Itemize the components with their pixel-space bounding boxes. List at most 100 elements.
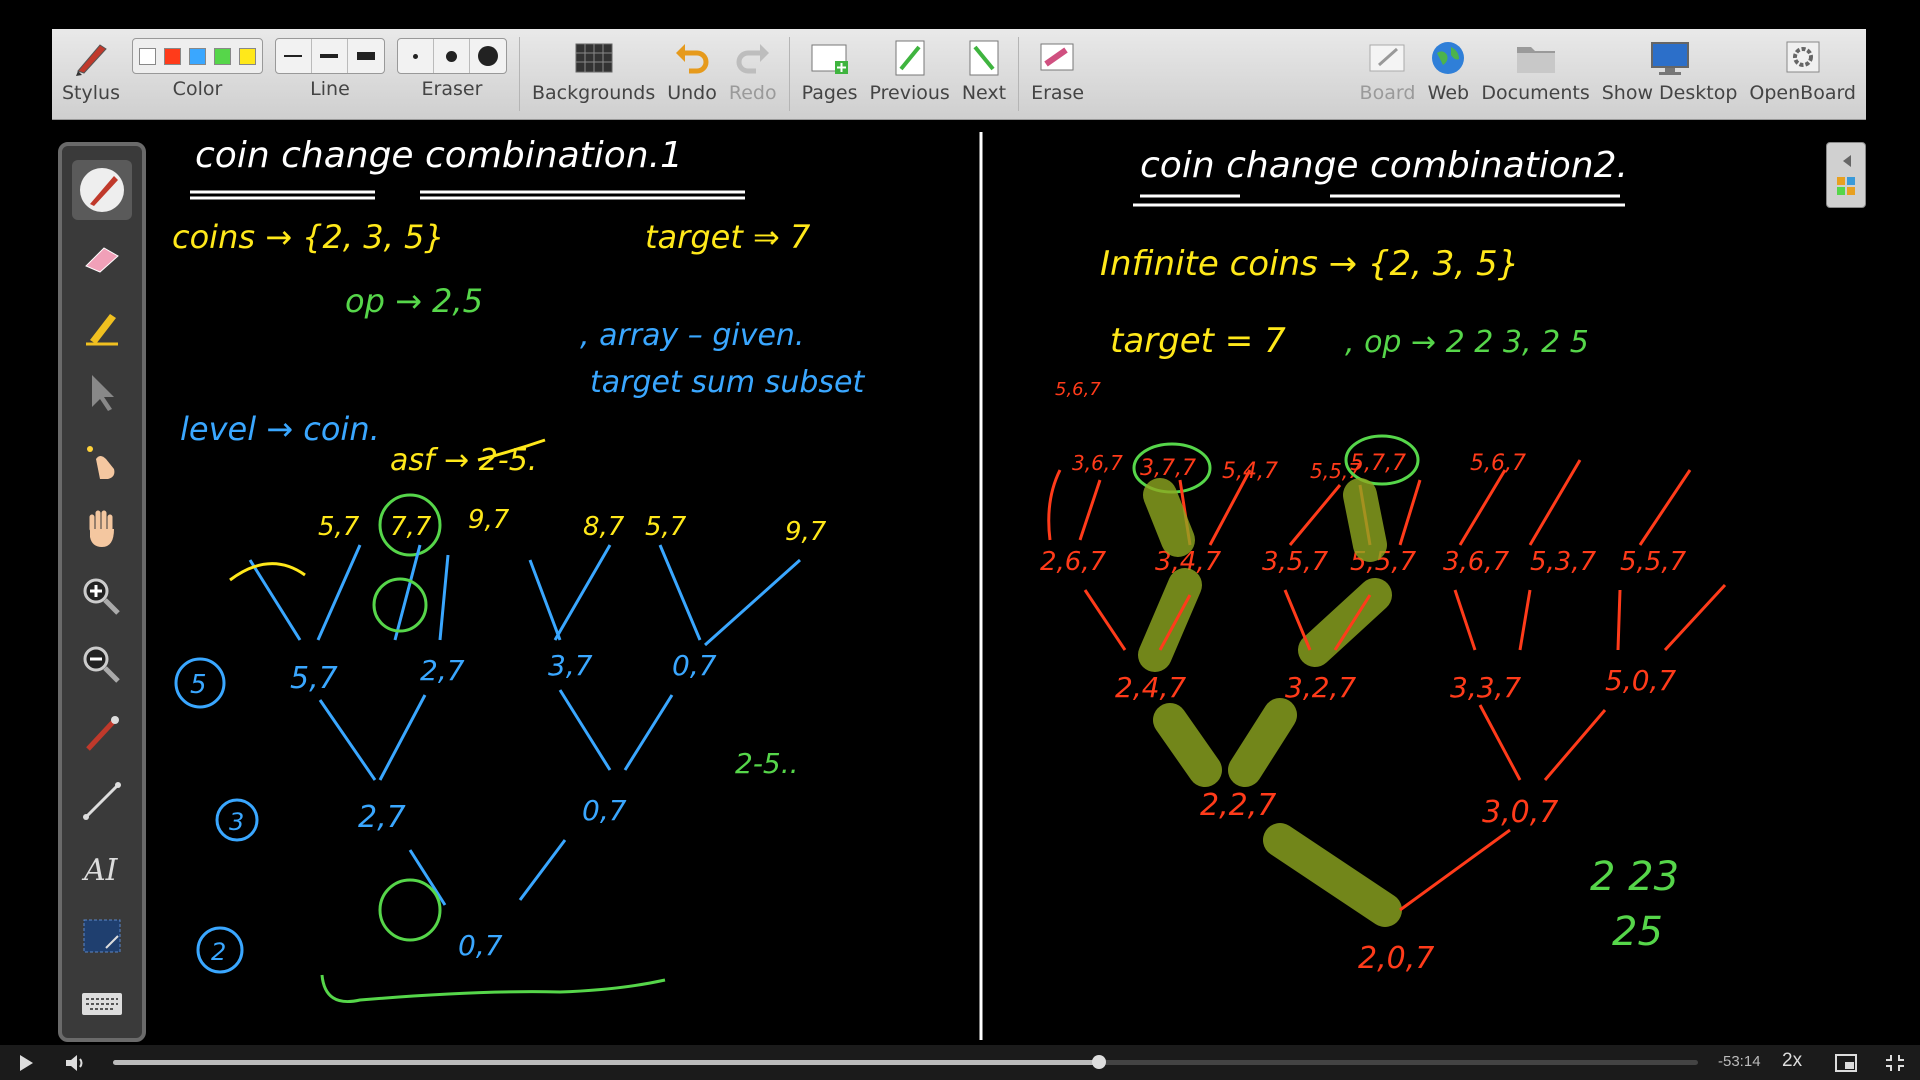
op-line: , op → 2 2 3, 2 5 (1345, 325, 1589, 360)
pages-button[interactable]: Pages (802, 29, 858, 119)
line-medium[interactable] (312, 39, 348, 73)
line-width-picker[interactable]: Line (274, 29, 385, 119)
tree-node: 3,7,7 (1140, 456, 1196, 481)
time-remaining: -53:14 (1718, 1053, 1761, 1070)
color-swatch[interactable] (163, 47, 181, 65)
tree-node: 3,6,7 (1072, 451, 1123, 475)
playback-speed-button[interactable]: 2x (1782, 1050, 1803, 1071)
tree-edges (318, 689, 674, 781)
zoom-out-tool[interactable] (72, 635, 132, 695)
fullscreen-icon[interactable] (1885, 1054, 1905, 1072)
eraser-medium[interactable] (434, 39, 470, 73)
line-thin[interactable] (276, 39, 312, 73)
laser-pointer-tool[interactable] (72, 703, 132, 763)
web-button[interactable]: Web (1427, 29, 1469, 119)
zoom-in-tool[interactable] (72, 567, 132, 627)
color-swatch[interactable] (138, 47, 156, 65)
interact-tool[interactable] (72, 431, 132, 491)
eraser-small[interactable] (398, 39, 434, 73)
infinite-coins-line: Infinite coins → {2, 3, 5} (1100, 244, 1519, 284)
divider (1018, 37, 1020, 111)
pen-tool[interactable] (72, 160, 132, 220)
erase-board-icon (1037, 38, 1079, 78)
tree-node: 3,2,7 (1285, 671, 1356, 704)
tree-node: 5,6,7 (1470, 451, 1526, 476)
board-icon (1366, 38, 1408, 78)
tree-node: 5,7 (645, 512, 687, 542)
selector-tool[interactable] (72, 364, 132, 424)
stylus-tool[interactable]: Stylus (62, 29, 120, 119)
globe-icon (1427, 38, 1469, 78)
undo-button[interactable]: Undo (667, 29, 717, 119)
show-desktop-button[interactable]: Show Desktop (1602, 29, 1737, 119)
color-picker[interactable]: Color (131, 29, 263, 119)
page-panel-toggle[interactable] (1826, 142, 1866, 208)
level-label: 3 (229, 808, 244, 836)
highlight-circle (378, 878, 442, 942)
marker-tool[interactable] (72, 296, 132, 356)
erase-button[interactable]: Erase (1031, 29, 1084, 119)
documents-button[interactable]: Documents (1481, 29, 1590, 119)
color-swatch[interactable] (188, 47, 206, 65)
progress-bar[interactable] (113, 1055, 1698, 1069)
tree-edges (408, 839, 567, 906)
subset-note: target sum subset (590, 365, 865, 400)
play-icon[interactable] (18, 1054, 34, 1072)
tree-node: 3,7 (548, 649, 593, 682)
line-thick[interactable] (348, 39, 384, 73)
eraser-tool[interactable] (72, 228, 132, 288)
asf-underline (477, 438, 546, 462)
divider (788, 37, 790, 111)
tree-node: 9,7 (785, 517, 827, 547)
keyboard-icon (82, 993, 122, 1016)
hand-icon (89, 510, 114, 548)
bracket-stroke (320, 974, 666, 1003)
progress-knob[interactable] (1091, 1055, 1106, 1069)
volume-icon[interactable] (64, 1053, 86, 1073)
backgrounds-button[interactable]: Backgrounds (532, 29, 655, 119)
text-icon: AI (81, 853, 119, 888)
previous-page-icon (889, 38, 931, 78)
openboard-menu-button[interactable]: OpenBoard (1749, 29, 1856, 119)
line-tool[interactable] (72, 771, 132, 831)
color-swatches[interactable] (131, 38, 263, 74)
capture-tool[interactable] (72, 906, 132, 966)
pen-icon (80, 167, 124, 212)
next-page-icon (963, 38, 1005, 78)
toolbar-spacer (1090, 29, 1353, 119)
color-swatch[interactable] (213, 47, 231, 65)
video-controls: -53:14 2x (0, 1045, 1920, 1080)
pointing-hand-icon (87, 446, 115, 480)
text-tool[interactable]: AI (72, 838, 132, 898)
tree-node: 5,6,7 (1055, 379, 1101, 400)
level-circle (215, 798, 259, 842)
redo-button[interactable]: Redo (729, 29, 777, 119)
keyboard-tool[interactable] (72, 974, 132, 1034)
right-title: coin change combination2. (1140, 145, 1628, 186)
color-swatch[interactable] (238, 47, 256, 65)
tree-node: 5,0,7 (1605, 664, 1676, 697)
undo-icon (671, 38, 713, 78)
level-circle (196, 926, 244, 974)
tree-edges (1478, 704, 1607, 781)
gear-icon (1782, 38, 1824, 78)
picture-in-picture-icon[interactable] (1835, 1054, 1857, 1072)
target-line: target ⇒ 7 (645, 218, 811, 256)
tree-node: 5,5,7 (1620, 547, 1687, 577)
laser-pointer-icon (86, 715, 119, 751)
level-note: level → coin. (180, 410, 380, 448)
whiteboard-canvas[interactable]: coin change combination.1 coins → {2, 3,… (0, 120, 1920, 1045)
screen-capture-icon (83, 919, 121, 953)
board-button[interactable]: Board (1360, 29, 1415, 119)
redo-icon (732, 38, 774, 78)
hand-tool[interactable] (72, 499, 132, 559)
progress-fill (113, 1060, 1099, 1065)
next-button[interactable]: Next (962, 29, 1006, 119)
eraser-large[interactable] (470, 39, 506, 73)
previous-button[interactable]: Previous (870, 29, 950, 119)
chevron-left-icon (1837, 155, 1855, 195)
tree-node: 0,7 (458, 929, 503, 962)
eraser-size-picker[interactable]: Eraser (396, 29, 507, 119)
tree-edges (1399, 828, 1511, 912)
tool-palette: AI (58, 142, 146, 1042)
